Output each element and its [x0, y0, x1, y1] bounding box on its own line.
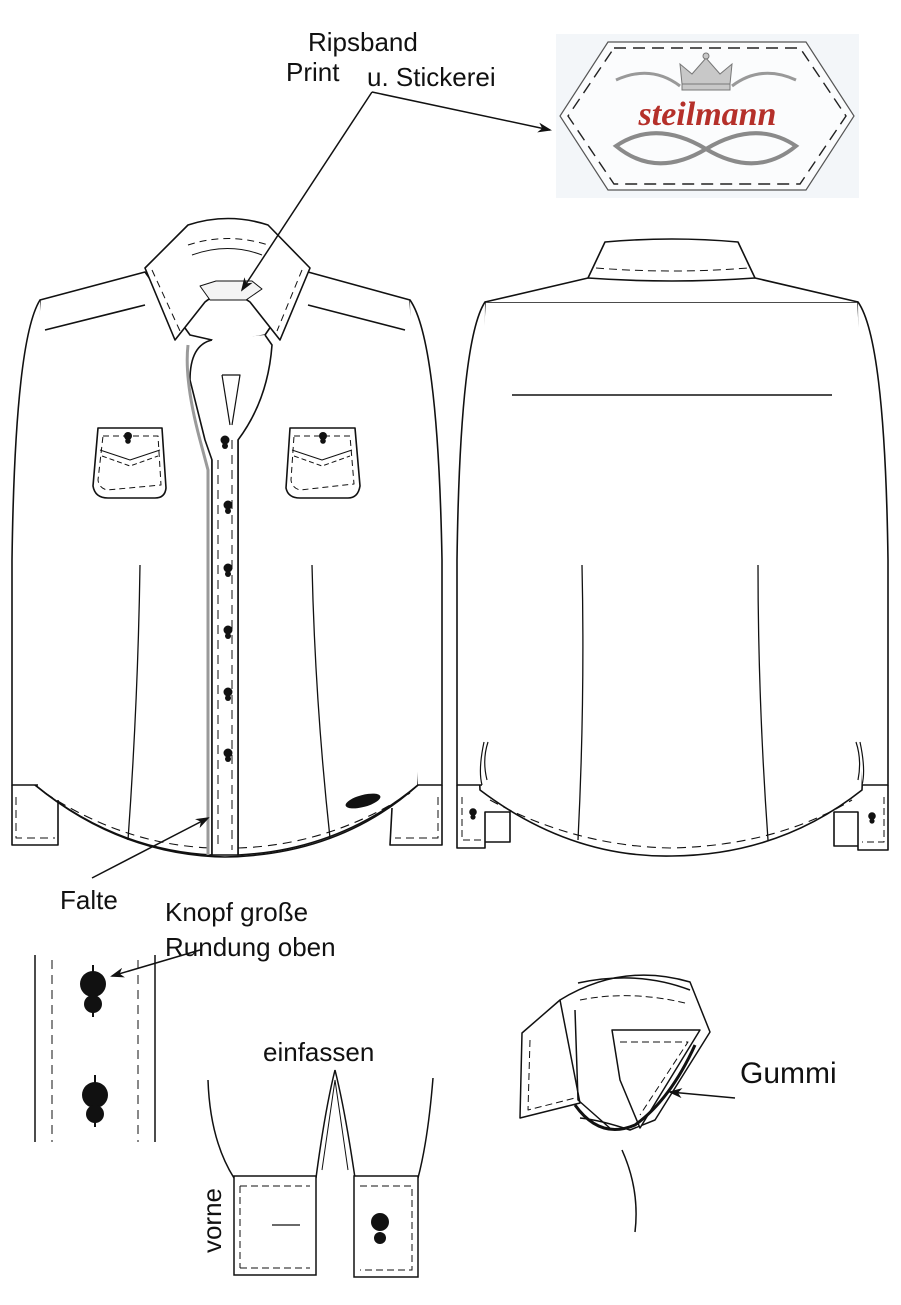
- back-body-outline: [475, 301, 867, 857]
- front-left-sleeve: [11, 299, 41, 786]
- front-body-outline: [27, 271, 213, 856]
- back-cuff-buttons: [469, 808, 876, 824]
- label-gummi: Gummi: [740, 1057, 837, 1090]
- label-knopf: Knopf große: [165, 897, 309, 927]
- front-right-sleeve: [409, 299, 443, 786]
- front-placket: [189, 334, 273, 856]
- label-einfassen: einfassen: [263, 1037, 375, 1067]
- back-collar: [484, 238, 859, 303]
- back-right-sleeve: [857, 301, 889, 786]
- label-rundung: Rundung oben: [165, 932, 336, 962]
- annotation-arrows: [91, 91, 736, 1099]
- detail-buttons: [80, 965, 108, 1127]
- falte-arrow: [91, 817, 210, 879]
- cuff-slit-binding: [315, 1069, 356, 1179]
- ripsband-arrow-to-neck: [240, 91, 373, 292]
- brand-label: steilmann: [556, 34, 859, 198]
- label-vorne: vorne: [197, 1187, 228, 1254]
- front-left-pocket: [92, 427, 167, 499]
- crown-icon: [679, 52, 733, 91]
- collar-detail: [519, 974, 711, 1233]
- ripsband-arrow-to-label: [371, 91, 552, 133]
- hem-logo-patch: [345, 793, 381, 809]
- infinity-flourish-icon: [612, 131, 800, 166]
- front-collar: [144, 217, 311, 341]
- label-ripsband: Ripsband: [308, 27, 418, 57]
- brand-logo-text: steilmann: [638, 96, 777, 133]
- front-view-shirt: [11, 217, 443, 858]
- label-stickerei: u. Stickerei: [367, 62, 496, 92]
- back-left-sleeve: [456, 301, 486, 786]
- gummi-arrow: [668, 1088, 736, 1099]
- label-print: Print: [286, 57, 340, 87]
- knopf-arrow: [110, 949, 201, 978]
- front-right-pocket: [285, 427, 361, 499]
- label-falte: Falte: [60, 885, 118, 915]
- placket-detail: [34, 955, 156, 1142]
- back-view-shirt: [456, 238, 889, 857]
- brand-label-art: [559, 41, 855, 191]
- front-buttons: [124, 432, 327, 762]
- cuff-detail: [207, 1069, 434, 1278]
- gummi-elastic: [573, 1044, 697, 1131]
